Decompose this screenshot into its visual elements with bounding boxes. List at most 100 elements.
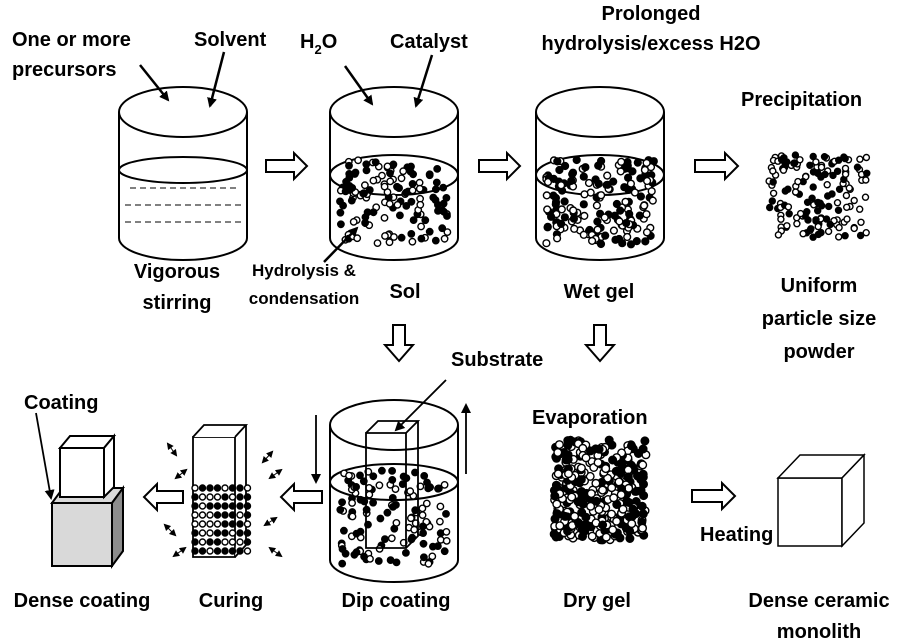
particle (835, 156, 843, 164)
particle (221, 547, 229, 555)
particle (553, 448, 563, 458)
particle (552, 499, 562, 509)
particle (549, 191, 558, 200)
particle (406, 514, 415, 523)
particle (393, 182, 401, 191)
particle (769, 178, 777, 186)
label-condensation: condensation (249, 289, 360, 308)
particle (431, 185, 440, 194)
curing-evaporation-arrows (163, 442, 283, 558)
particle (435, 517, 444, 526)
particle (243, 484, 252, 492)
particle (809, 183, 817, 191)
particle (824, 192, 832, 200)
particle (385, 238, 394, 247)
particle (198, 529, 207, 537)
particle (593, 217, 602, 226)
particle (862, 153, 871, 162)
particle (621, 197, 630, 206)
particle (777, 215, 785, 223)
particle (821, 170, 829, 179)
particle (380, 182, 389, 191)
particle (791, 159, 799, 167)
particle (622, 219, 631, 228)
particle (579, 200, 588, 209)
particle (625, 526, 635, 536)
particle (783, 222, 791, 230)
particle (768, 197, 776, 205)
particle (198, 493, 207, 501)
particle (228, 493, 237, 501)
particle (636, 192, 646, 201)
particle (576, 463, 586, 473)
particle (569, 214, 579, 223)
particle (591, 496, 601, 506)
particle (378, 171, 386, 180)
particle (198, 484, 207, 492)
particle (594, 505, 604, 515)
particle (236, 520, 244, 528)
particle (825, 202, 833, 211)
particle (421, 216, 430, 225)
particle (808, 194, 816, 202)
particle (369, 176, 378, 185)
particle (856, 231, 865, 240)
particle (398, 480, 407, 488)
particle (206, 529, 214, 537)
particle (637, 501, 647, 511)
label-precursors-1: One or more (12, 29, 131, 51)
particle (442, 528, 451, 536)
particle (363, 208, 372, 217)
particle (581, 163, 590, 172)
particle (591, 478, 601, 488)
particle (568, 168, 578, 177)
particle (853, 163, 862, 171)
particle (406, 487, 415, 496)
particle (601, 464, 611, 474)
particle (793, 219, 801, 228)
particle (542, 191, 551, 200)
particle (395, 211, 404, 220)
particle (440, 547, 449, 556)
particle (419, 539, 428, 548)
particle (419, 529, 427, 537)
particle (608, 525, 618, 535)
particle (560, 161, 570, 171)
label-dry-gel: Dry gel (563, 590, 631, 612)
particle (627, 511, 637, 521)
particle (580, 211, 589, 221)
arrow-sol-to-dip-coating (382, 324, 416, 363)
particle (434, 484, 443, 493)
particle (638, 509, 648, 519)
particle (593, 225, 602, 234)
particle (829, 171, 837, 180)
pointer-coating (35, 412, 55, 500)
particle (191, 484, 199, 492)
particle (401, 549, 410, 557)
particle (365, 490, 374, 499)
particle (228, 520, 237, 528)
particle (388, 475, 397, 484)
particle (221, 538, 229, 546)
evaporation-arrow (163, 523, 177, 537)
particle (564, 469, 574, 479)
particle (546, 212, 556, 221)
particle (572, 155, 581, 165)
evaporation-arrow (261, 450, 274, 464)
particle (420, 471, 429, 480)
particle (841, 164, 850, 173)
particle (236, 511, 244, 519)
particle (856, 205, 864, 213)
particle (640, 165, 650, 175)
particle (554, 440, 564, 450)
particle (392, 519, 401, 527)
label-dense-ceramic-2: monolith (777, 621, 861, 643)
particle (623, 164, 632, 173)
particle (206, 502, 214, 510)
curing-particles (191, 484, 252, 555)
particle (796, 209, 805, 218)
particle (560, 213, 570, 222)
arrow-dry-gel-to-monolith (691, 480, 737, 512)
label-vigorous: Vigorous (134, 261, 220, 283)
